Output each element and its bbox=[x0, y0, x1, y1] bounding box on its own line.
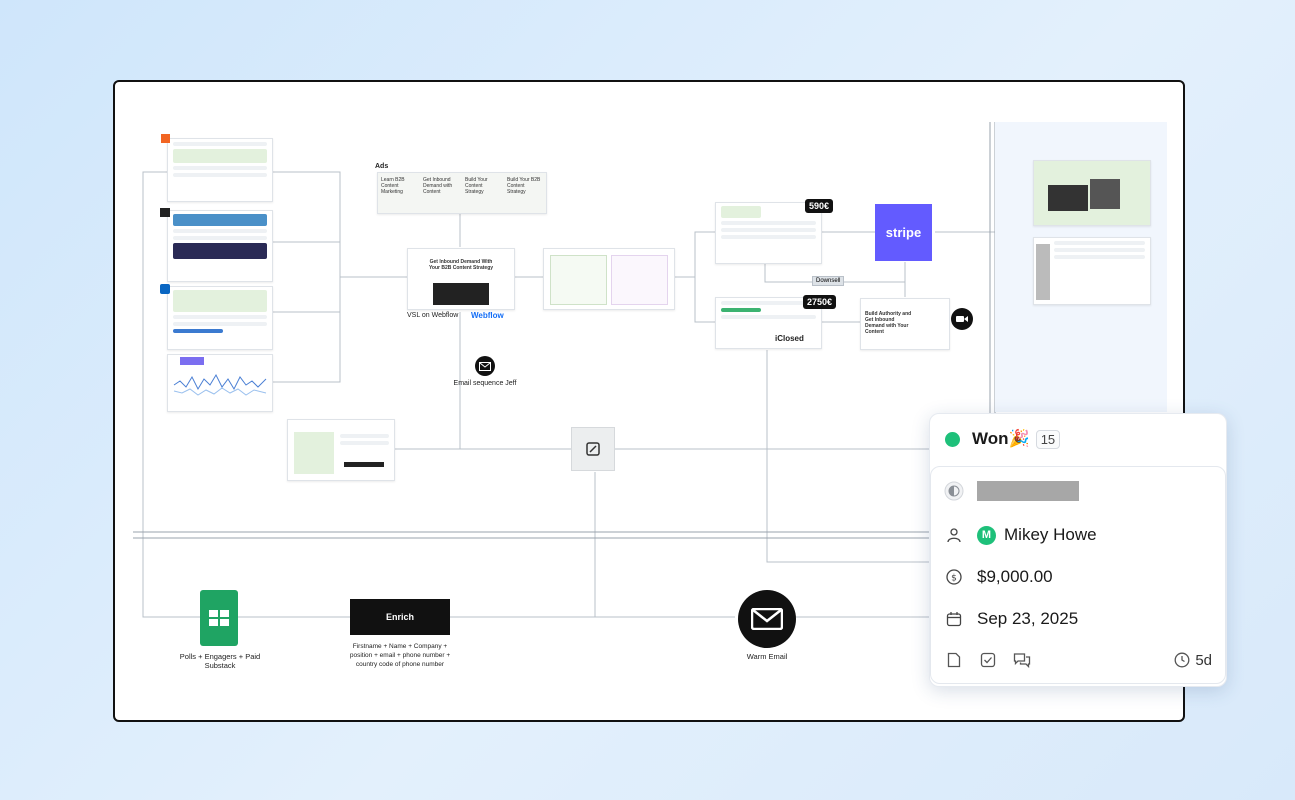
date-row[interactable]: Sep 23, 2025 bbox=[944, 609, 1078, 629]
redacted-company-name bbox=[977, 481, 1079, 501]
email-sequence-icon[interactable] bbox=[475, 356, 495, 376]
deal-age: 5d bbox=[1174, 652, 1212, 669]
person-icon bbox=[944, 525, 964, 545]
ads-label: Ads bbox=[375, 163, 389, 170]
deal-status[interactable]: Won🎉 bbox=[972, 429, 1030, 448]
google-sheets-icon[interactable] bbox=[200, 590, 238, 646]
substack-icon bbox=[161, 134, 170, 143]
landing-headline: Get Inbound Demand With Your B2B Content… bbox=[428, 259, 494, 271]
note-icon[interactable] bbox=[944, 650, 964, 670]
amount-row[interactable]: $ $9,000.00 bbox=[944, 567, 1053, 587]
call-booking-thumbnail[interactable]: Build Authority and Get Inbound Demand w… bbox=[860, 298, 950, 350]
deal-amount: $9,000.00 bbox=[977, 567, 1053, 586]
calendar-icon bbox=[944, 609, 964, 629]
landing-page-thumbnail[interactable]: Get Inbound Demand With Your B2B Content… bbox=[407, 248, 515, 310]
deal-count-badge: 15 bbox=[1035, 429, 1061, 449]
comments-icon[interactable] bbox=[1012, 650, 1032, 670]
ad-text-1: Learn B2B Content Marketing bbox=[381, 177, 405, 195]
ad-text-2: Get Inbound Demand with Content bbox=[423, 177, 453, 195]
warm-email-label: Warm Email bbox=[746, 652, 788, 661]
owner-row[interactable]: M Mikey Howe bbox=[944, 525, 1097, 545]
deal-footer: 5d bbox=[944, 649, 1212, 671]
iclosed-logo: iClosed bbox=[775, 334, 804, 343]
deal-age-value: 5d bbox=[1195, 651, 1212, 669]
party-emoji: 🎉 bbox=[1008, 429, 1030, 448]
dollar-icon: $ bbox=[944, 567, 964, 587]
stripe-logo[interactable]: stripe bbox=[875, 204, 932, 261]
sheets-label: Polls + Engagers + Paid Substack bbox=[179, 652, 261, 670]
deal-card[interactable]: Won🎉 15 M Mikey Howe $ $9,000.00 bbox=[929, 413, 1227, 687]
zoom-icon bbox=[951, 308, 973, 330]
svg-text:$: $ bbox=[951, 574, 957, 584]
linkedin-icon bbox=[160, 284, 170, 294]
email-sequence-label: Email sequence Jeff bbox=[453, 380, 517, 387]
deal-date: Sep 23, 2025 bbox=[977, 609, 1079, 628]
ad-text-4: Build Your B2B Content Strategy bbox=[507, 177, 541, 195]
video-icon bbox=[433, 283, 489, 305]
webflow-logo: Webflow bbox=[471, 311, 504, 320]
warm-email-icon[interactable] bbox=[738, 590, 796, 648]
ads-strip[interactable]: Learn B2B Content Marketing Get Inbound … bbox=[377, 172, 547, 214]
lead-magnet-thumbnail[interactable] bbox=[287, 419, 395, 481]
workflow-canvas[interactable]: Ads Learn B2B Content Marketing Get Inbo… bbox=[113, 80, 1185, 722]
company-row[interactable] bbox=[944, 481, 1079, 501]
company-logo-icon bbox=[944, 481, 964, 501]
x-icon bbox=[160, 208, 170, 217]
linkedin-thumbnail[interactable] bbox=[167, 286, 273, 350]
dashboard-thumbnail[interactable] bbox=[1033, 160, 1151, 226]
x-profile-thumbnail[interactable] bbox=[167, 210, 273, 282]
deal-details: M Mikey Howe $ $9,000.00 Sep 23, 2025 bbox=[930, 466, 1226, 684]
price-badge-590: 590€ bbox=[805, 199, 834, 213]
analytics-thumbnail[interactable] bbox=[167, 354, 273, 412]
enrich-description: Firstname + Name + Company + position + … bbox=[349, 643, 451, 668]
enrich-step[interactable]: Enrich bbox=[350, 599, 450, 635]
clock-icon bbox=[1174, 652, 1190, 668]
offer-590-thumbnail[interactable] bbox=[715, 202, 822, 264]
task-checkbox-icon[interactable] bbox=[978, 650, 998, 670]
pricing-page-thumbnail[interactable] bbox=[543, 248, 675, 310]
community-thumbnail[interactable] bbox=[1033, 237, 1151, 305]
substack-thumbnail[interactable] bbox=[167, 138, 273, 202]
vsl-label: VSL on Webflow bbox=[407, 312, 459, 319]
call-headline: Build Authority and Get Inbound Demand w… bbox=[865, 311, 912, 335]
owner-avatar: M bbox=[977, 525, 996, 545]
deal-header: Won🎉 15 bbox=[930, 414, 1226, 464]
automation-tool-icon[interactable] bbox=[571, 427, 615, 471]
ad-text-3: Build Your Content Strategy bbox=[465, 177, 488, 195]
price-badge-2750: 2750€ bbox=[803, 295, 837, 309]
downsell-label: Downsell bbox=[812, 276, 845, 286]
owner-name: Mikey Howe bbox=[1004, 525, 1097, 544]
analytics-chart-icon bbox=[173, 357, 267, 396]
status-dot bbox=[945, 431, 960, 447]
